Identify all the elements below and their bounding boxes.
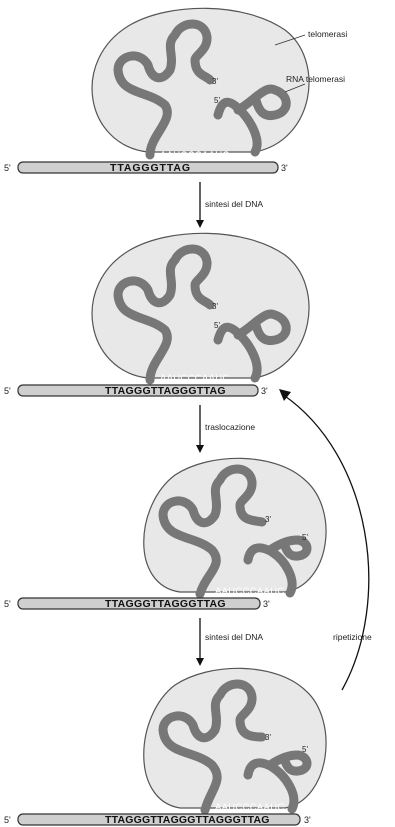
three-prime-label-1: 3': [281, 163, 288, 173]
rna-three-prime-2: 3': [212, 302, 218, 311]
arrow-synthesis-2: sintesi del DNA: [196, 618, 263, 666]
rna-five-prime-4: 5': [302, 745, 308, 754]
stage-3: 5' TTAGGGTTAGGGTTAG 3' AAUCCCAAUC 3' 5': [4, 458, 326, 610]
telomerase-label: telomerasi: [308, 29, 347, 39]
rna-five-prime-1: 5': [214, 96, 220, 105]
dna-sequence-1: TTAGGGTTAG: [110, 162, 191, 174]
rna-three-prime-3: 3': [265, 515, 271, 524]
five-prime-label-2: 5': [4, 386, 11, 396]
three-prime-label-4: 3': [304, 815, 311, 825]
repetition-label: ripetizione: [333, 632, 372, 642]
rna-five-prime-2: 5': [214, 321, 220, 330]
dna-sequence-4: TTAGGGTTAGGGTTAGGGTTAG: [105, 814, 270, 826]
arrow-synthesis-1: sintesi del DNA: [196, 182, 263, 228]
rna-telomerase-label: RNA telomerasi: [286, 74, 345, 84]
rna-three-prime-4: 3': [265, 733, 271, 742]
rna-template-4: AAUCCCAAUC: [215, 802, 285, 813]
telomerase-enzyme-4: [144, 668, 326, 808]
step-translocation-label: traslocazione: [205, 422, 255, 432]
five-prime-label-1: 5': [4, 163, 11, 173]
rna-template-1: AAUCCCAAUC: [160, 150, 230, 161]
rna-three-prime-1: 3': [212, 77, 218, 86]
step-synthesis-label-2: sintesi del DNA: [205, 632, 263, 642]
dna-sequence-2: TTAGGGTTAGGGTTAG: [105, 385, 226, 397]
three-prime-label-2: 3': [261, 386, 268, 396]
stage-4: 5' TTAGGGTTAGGGTTAGGGTTAG 3' AAUCCCAAUC …: [4, 668, 326, 826]
step-synthesis-label-1: sintesi del DNA: [205, 199, 263, 209]
arrow-translocation: traslocazione: [196, 405, 255, 453]
five-prime-label-3: 5': [4, 599, 11, 609]
rna-template-3: AAUCCCAAUC: [215, 586, 285, 597]
dna-sequence-3: TTAGGGTTAGGGTTAG: [105, 598, 226, 610]
stage-1: 5' TTAGGGTTAG 3' AAUCCCAAUC 3' 5' telome…: [4, 8, 347, 174]
three-prime-label-3: 3': [263, 599, 270, 609]
rna-template-2: AAUCCCAAUC: [160, 373, 230, 384]
five-prime-label-4: 5': [4, 815, 11, 825]
rna-five-prime-3: 5': [302, 533, 308, 542]
stage-2: 5' TTAGGGTTAGGGTTAG 3' AAUCCCAAUC 3' 5': [4, 233, 309, 397]
